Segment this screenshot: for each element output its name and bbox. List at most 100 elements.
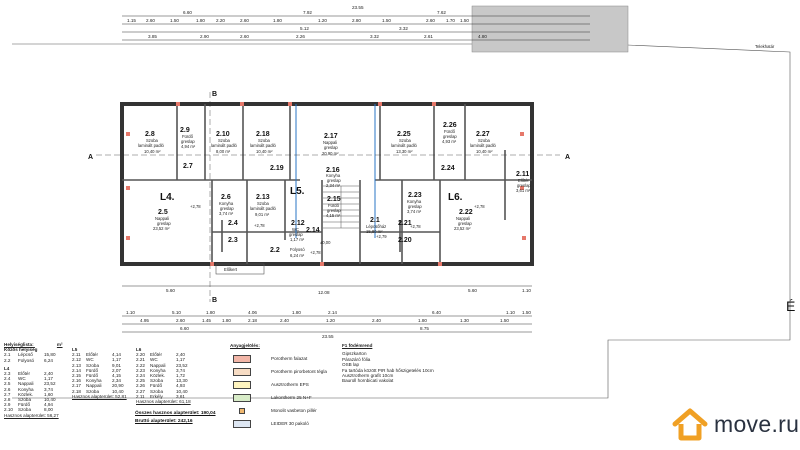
room-2.8-sub: laminált padló [138, 143, 165, 148]
elev-3: +2,78 [310, 250, 321, 255]
spec-line-4: Fa tartóda között PIR hab hőszigetelés 1… [342, 367, 434, 373]
room-2.19-num: 2.19 [270, 165, 284, 172]
room-2.20-num: 2.20 [398, 237, 412, 244]
dim-bot-1d: 1.10 [522, 288, 531, 293]
brand-logo[interactable]: move.ru [672, 404, 799, 444]
schedule-l5-title: L5 [72, 347, 78, 352]
dim-top-3b: 3.32 [399, 26, 408, 31]
dim-bot-3k: 1.50 [500, 318, 509, 323]
schedule-title: Helyiséglista: m² [4, 342, 63, 347]
legend-row-3: Ausztrotherm EPS [230, 378, 380, 391]
room-2.8-area: 10,40 m² [144, 149, 161, 154]
dim-bot-2g: 6.40 [432, 310, 441, 315]
schedule-l6-title: L6 [136, 347, 142, 352]
room-2.23-num: 2.23 [408, 192, 422, 199]
room-2.27-sub: laminált padló [470, 143, 497, 148]
dim-top-2j: 1.50 [382, 18, 391, 23]
dim-bot-3g: 1.20 [326, 318, 335, 323]
room-2.10-area: 8,00 m² [216, 149, 231, 154]
legend-row-2: Porotherm pirorbetont tégla [230, 365, 380, 378]
legend-swatch-2 [233, 367, 251, 376]
schedule-l6-total: Hasznos alapterület: 61,18 [136, 399, 191, 405]
room-2.12-num: 2.12 [291, 220, 305, 227]
room-2.26-sub: greslap [443, 134, 457, 139]
room-2.6-area: 3,74 m² [219, 211, 234, 216]
room-2.25-area: 13,30 m² [396, 149, 413, 154]
room-2.26-area: 4,93 m² [442, 139, 457, 144]
north-letter: É [786, 298, 796, 314]
room-2.22-sub: greslap [458, 221, 472, 226]
dim-bot-3j: 1.30 [460, 318, 469, 323]
room-2.17-area: 20,90 m² [322, 151, 339, 156]
legend-swatch-4 [233, 393, 251, 402]
gross-total: Bruttó alapterület: 242,16 [135, 419, 193, 424]
dim-bot-2e: 1.80 [292, 310, 301, 315]
section-b-top: B [212, 91, 217, 98]
dim-top-4b: 2.90 [200, 34, 209, 39]
neighbor-building [471, 5, 629, 53]
elev-main: ±0,00 [320, 240, 331, 245]
dim-bot-1c: 5.60 [468, 288, 477, 293]
building-outer-wall [120, 102, 534, 266]
room-2.26-name: Fürdő [444, 129, 456, 134]
legend-swatch-3 [233, 380, 251, 389]
room-2.17-num: 2.17 [324, 133, 338, 140]
shaft-lines [295, 104, 376, 238]
dim-bot-3b: 2.60 [176, 318, 185, 323]
room-2.13-sub: laminált padló [250, 206, 277, 211]
room-2.10-num: 2.10 [216, 131, 230, 138]
dim-top-1b: 7.92 [303, 10, 312, 15]
room-2.18-num: 2.18 [256, 131, 270, 138]
dim-top-2e: 2.20 [216, 18, 225, 23]
room-2.23-area: 3,74 m² [407, 209, 422, 214]
elev-4: +2,78 [254, 223, 265, 228]
dim-bot-2i: 1.50 [522, 310, 531, 315]
room-2.6-name: Konyha [219, 201, 234, 206]
dim-top-2l: 1.70 [446, 18, 455, 23]
legend-row-5: Monolit vasbeton pillér [230, 404, 380, 417]
room-2.16-area: 2,34 m² [326, 183, 341, 188]
room-labels: 2.8 Szoba laminált padló 10,40 m² 2.9 Fü… [138, 122, 531, 258]
dim-bot-1b: 12.08 [318, 290, 330, 295]
dim-bot-3f: 2.40 [280, 318, 289, 323]
brand-name: move.ru [714, 410, 800, 437]
dim-top-2f: 2.60 [240, 18, 249, 23]
room-2.1-area: 15,80 m² [366, 229, 383, 234]
spec-line-6: Bauroll hornbicati vakolat [342, 378, 394, 384]
building-footprint [122, 104, 532, 264]
room-2.10-name: Szoba [218, 138, 231, 143]
legend-row-6: LEIDER 30 pakoló [230, 417, 380, 430]
dim-top-4e: 3.32 [370, 34, 379, 39]
room-2.27-area: 10,40 m² [476, 149, 493, 154]
dim-bot-4a: 6.60 [180, 326, 189, 331]
schedule-common-title: Közös helyiség [4, 347, 38, 353]
spec-line-1: Gipszkarton [342, 351, 367, 357]
room-2.24-num: 2.24 [441, 165, 455, 172]
room-2.23-name: Konyha [407, 199, 422, 204]
schedule-l4-total: Hasznos alapterület: 56,27 [4, 412, 59, 418]
dim-top-2c: 1.50 [170, 18, 179, 23]
dim-top-2h: 1.20 [318, 18, 327, 23]
dim-bot-1a: 5.60 [166, 288, 175, 293]
spec-title: F1 födémrend [342, 343, 373, 348]
top-dimensions: 6.60 7.92 23.55 7.62 1.15 2.60 1.50 1.80… [122, 5, 590, 41]
bottom-dimensions: 5.60 12.08 5.60 1.10 1.10 5.10 1.80 4.06… [122, 285, 532, 339]
